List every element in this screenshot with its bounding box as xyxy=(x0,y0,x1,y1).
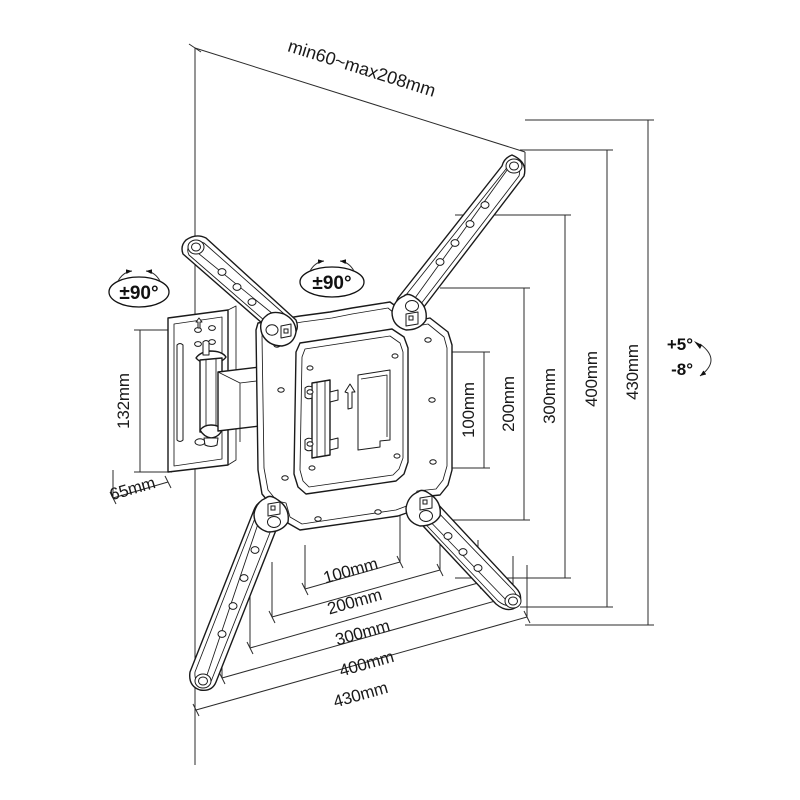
wall-plate-dimensions xyxy=(109,329,172,505)
swivel-left-label: ±90° xyxy=(119,283,158,304)
tilt-indicator: +5° -8° xyxy=(667,335,712,379)
arm-top-left xyxy=(181,235,299,347)
arm-bottom-left xyxy=(189,495,289,692)
arm-bottom-right xyxy=(405,489,522,611)
vertical-dim-100: 100mm xyxy=(459,382,478,438)
safety-latch xyxy=(304,379,339,459)
swivel-left-indicator: ±90° xyxy=(108,269,170,308)
vertical-dim-300: 300mm xyxy=(540,368,559,424)
wall-plate-width-label: 65mm xyxy=(108,473,158,504)
horizontal-dim-430: 430mm xyxy=(331,678,390,711)
wall-plate-height-label: 132mm xyxy=(114,373,133,429)
arm-top-right xyxy=(391,154,526,331)
tilt-up-label: +5° xyxy=(667,335,693,354)
horizontal-dim-300: 300mm xyxy=(333,616,392,649)
horizontal-dim-200: 200mm xyxy=(325,585,384,618)
vertical-dim-400: 400mm xyxy=(582,351,601,407)
swivel-center-indicator: ±90° xyxy=(299,259,365,298)
vertical-dim-430: 430mm xyxy=(623,344,642,400)
tilt-down-label: -8° xyxy=(671,360,693,379)
swivel-center-label: ±90° xyxy=(312,273,351,294)
up-arrow-icon xyxy=(344,383,356,410)
vesa-plate xyxy=(293,328,409,495)
horizontal-dim-400: 400mm xyxy=(337,647,396,680)
reference-lines xyxy=(188,43,654,765)
extension-range-label: min60~max208mm xyxy=(286,36,439,101)
horizontal-dim-100: 100mm xyxy=(321,554,380,587)
vertical-dim-200: 200mm xyxy=(499,376,518,432)
